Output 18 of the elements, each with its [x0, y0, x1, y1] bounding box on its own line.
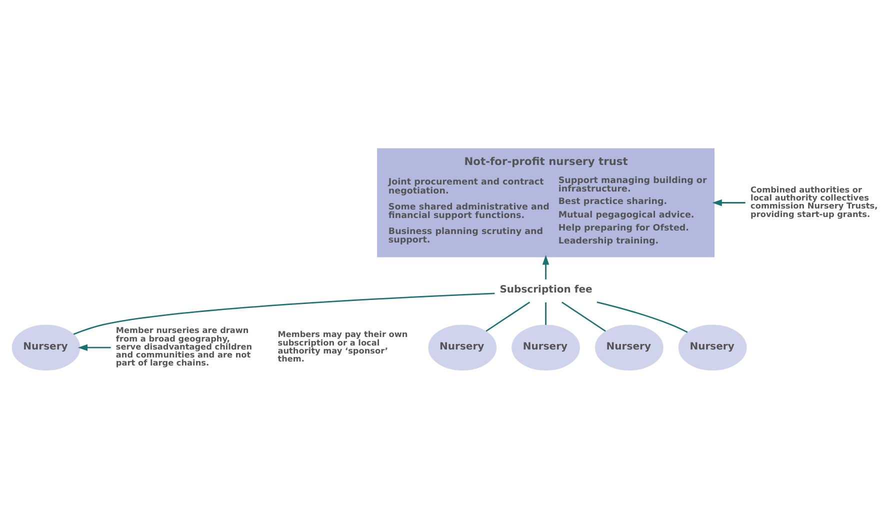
label: Members may pay their own subscription or a local authority may ‘sponsor’ them. [278, 328, 408, 364]
node-ellipse: Nursery [678, 324, 747, 370]
connector [596, 301, 688, 332]
node-ellipse: Nursery [512, 324, 580, 370]
arrow [712, 198, 746, 206]
node-ellipse: Nursery [428, 324, 497, 370]
arrow [542, 254, 550, 279]
connector [486, 301, 530, 332]
node-text: Member nurseries are drawn from a broad geography, serve disadvantaged children and communities and are not part of large chains. [116, 324, 252, 368]
arrow [78, 344, 111, 350]
node-text: Combined authorities or local authority collectives commission Nursery Trusts, providing start-up grants. [750, 184, 878, 218]
connector [545, 302, 546, 324]
node-ellipse: Nursery [595, 324, 664, 370]
node-text: Subscription fee [500, 284, 592, 296]
connector [561, 301, 606, 332]
connector [73, 292, 495, 334]
node-box: Not-for-profit nursery trust Joint procurement and contract negotiation. Some shared administrative and financial support functions. Business planning scrutiny and support. Support managing building or infrastructure. Best practice sharing. Mutual pegagogical advice. Help preparing for Ofsted. Leadership training. [377, 148, 714, 257]
node-ellipse: Nursery [12, 324, 80, 370]
